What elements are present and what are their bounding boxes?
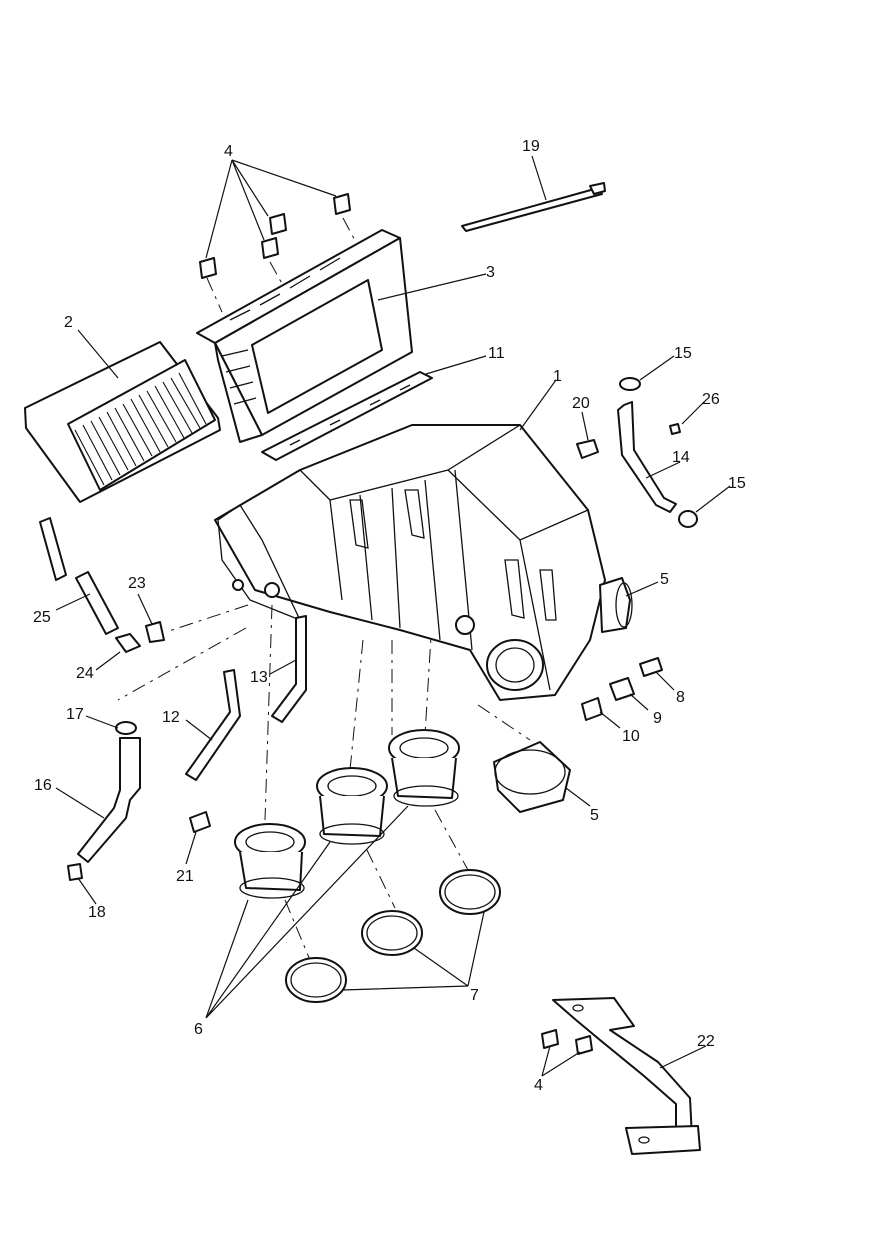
part-24-fitting: [115, 633, 141, 653]
part-15-hose-clip-top: [619, 377, 641, 391]
part-4-screws-bracket: [541, 1029, 593, 1055]
part-7-o-ring-left: [285, 957, 347, 1003]
part-7-o-ring-right: [439, 869, 501, 915]
part-25-pin: [39, 517, 119, 635]
callout-25: 25: [33, 609, 51, 626]
callout-4-bottom: 4: [534, 1077, 543, 1094]
callout-21: 21: [176, 868, 194, 885]
part-2-air-filter: [24, 341, 221, 503]
assembly-lines: [117, 217, 531, 961]
callout-18: 18: [88, 904, 106, 921]
part-4-screws-top: [199, 193, 351, 279]
part-9-grommet: [609, 677, 635, 701]
part-12-tube: [185, 669, 241, 781]
part-17-clip: [115, 721, 137, 735]
callout-15-bottom: 15: [728, 475, 746, 492]
callout-13: 13: [250, 669, 268, 686]
callout-labels: 4 19 3 2 11 15 1 20 26 14 15 5 23 25 24 …: [33, 138, 746, 1094]
callout-15-top: 15: [674, 345, 692, 362]
callout-24: 24: [76, 665, 94, 682]
part-8-bolt: [639, 657, 663, 677]
callout-2: 2: [64, 314, 73, 331]
part-7-o-ring-middle: [361, 910, 423, 956]
part-19-tie-strap: [461, 182, 606, 232]
part-13-tube: [271, 615, 307, 723]
part-21-screw: [189, 811, 211, 833]
callout-12: 12: [162, 709, 180, 726]
callout-7: 7: [470, 987, 479, 1004]
part-15-hose-clip-bottom: [678, 510, 698, 528]
part-6-adaptor-middle: [316, 767, 388, 845]
callout-9: 9: [653, 710, 662, 727]
part-6-adaptor-left: [234, 823, 306, 899]
part-26-screw: [669, 423, 681, 435]
callout-11: 11: [488, 345, 505, 362]
callout-1: 1: [553, 368, 562, 385]
part-22-bracket: [552, 997, 701, 1155]
part-18-cap: [67, 863, 83, 881]
part-20-clip: [576, 439, 599, 459]
callout-19: 19: [522, 138, 540, 155]
part-6-adaptor-right: [388, 729, 460, 807]
callout-5-top: 5: [660, 571, 669, 588]
callout-5-bottom: 5: [590, 807, 599, 824]
callout-17: 17: [66, 706, 84, 723]
part-3-housing-cover: [196, 229, 413, 443]
callout-22: 22: [697, 1033, 715, 1050]
part-5-duct-rear: [493, 741, 571, 813]
part-1-airbox: [214, 424, 633, 701]
callout-20: 20: [572, 395, 590, 412]
part-10-clip: [581, 697, 603, 721]
callout-14: 14: [672, 449, 690, 466]
callout-16: 16: [34, 777, 52, 794]
callout-4-top: 4: [224, 143, 233, 160]
part-11-gasket: [261, 371, 433, 461]
part-14-breather-hose: [617, 401, 677, 513]
part-23-nut: [145, 621, 165, 643]
callout-26: 26: [702, 391, 720, 408]
callout-8: 8: [676, 689, 685, 706]
callout-10: 10: [622, 728, 640, 745]
leader-lines: [55, 155, 731, 1077]
callout-23: 23: [128, 575, 146, 592]
callout-3: 3: [486, 264, 495, 281]
callout-6: 6: [194, 1021, 203, 1038]
part-16-hose: [77, 737, 141, 863]
